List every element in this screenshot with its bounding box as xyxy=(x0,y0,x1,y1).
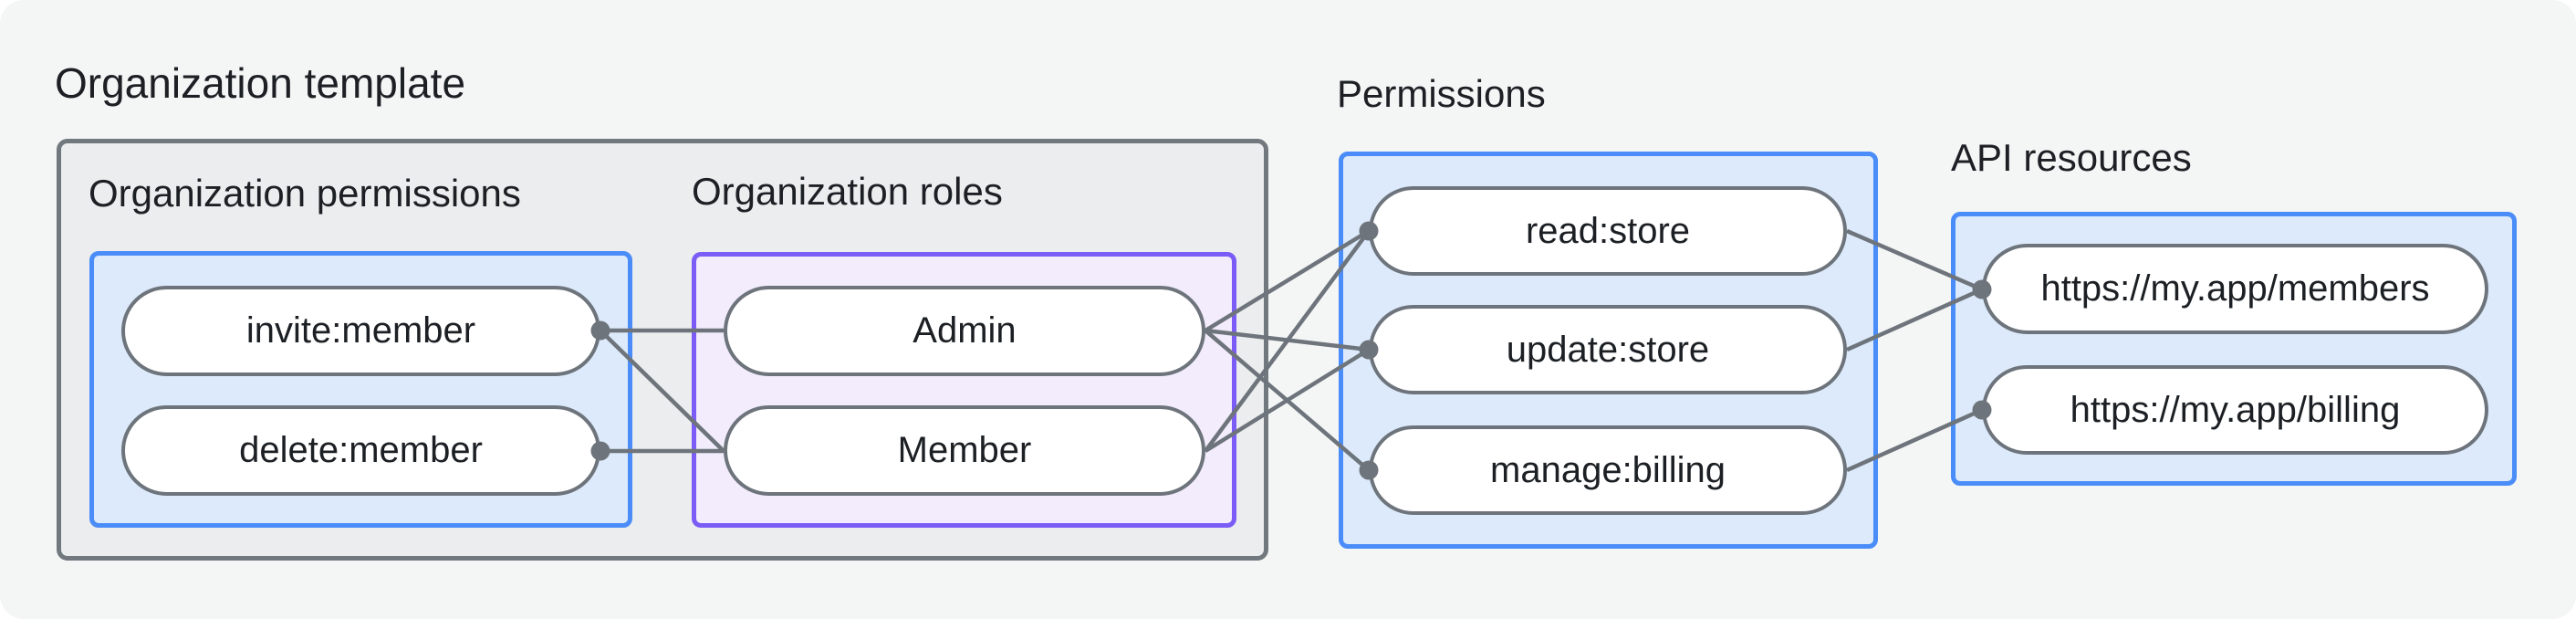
node-invite-member: invite:member xyxy=(121,286,600,376)
node-api-billing: https://my.app/billing xyxy=(1982,365,2488,455)
node-member: Member xyxy=(724,405,1205,496)
node-api-members: https://my.app/members xyxy=(1982,244,2488,334)
node-manage-billing: manage:billing xyxy=(1369,425,1847,515)
label-api-resources: API resources xyxy=(1951,136,2192,179)
node-admin: Admin xyxy=(724,286,1205,376)
diagram-title: Organization template xyxy=(55,59,466,107)
node-read-store: read:store xyxy=(1369,186,1847,276)
node-update-store: update:store xyxy=(1369,305,1847,394)
label-org-roles: Organization roles xyxy=(692,170,1003,213)
label-org-permissions: Organization permissions xyxy=(89,172,521,215)
label-permissions: Permissions xyxy=(1337,72,1546,115)
node-delete-member: delete:member xyxy=(121,405,600,496)
